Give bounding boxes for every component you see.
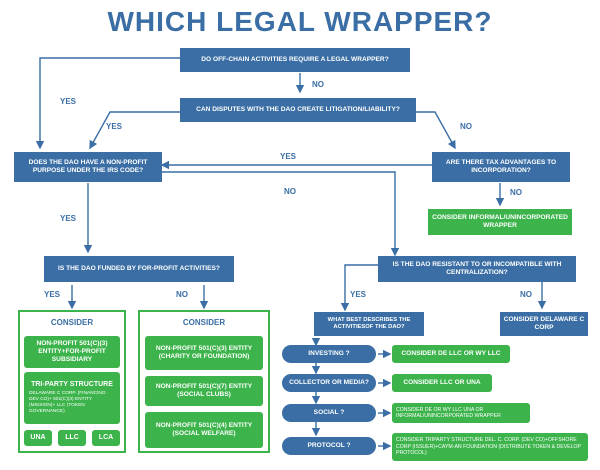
left-subsidiary-option: NON-PROFIT 501(C)(3) ENTITY+FOR-PROFIT S… <box>24 336 120 368</box>
option-lca: LCA <box>92 430 120 446</box>
result-informal: CONSIDER INFORMAL/UNINCORPORATED WRAPPER <box>428 209 572 235</box>
result-delaware: CONSIDER DELAWARE C CORP <box>500 312 588 336</box>
option-501c7: NON-PROFIT 501(C)(7) ENTITY (SOCIAL CLUB… <box>145 376 263 406</box>
option-501c3: NON-PROFIT 501(C)(3) ENTITY (CHARITY OR … <box>145 336 263 370</box>
edge-label-resistant-yes: YES <box>350 290 367 299</box>
edge-label-nonprofit-no: NO <box>284 187 296 196</box>
activity-collector-media: COLLECTOR OR MEDIA? <box>282 374 376 392</box>
tri-party-body: DELAWARE C CORP. (FINANCING DEV CO)+ 501… <box>29 391 106 415</box>
edge-label-offchain-yes: YES <box>60 97 77 106</box>
edge-label-forprofit-yes: YES <box>44 290 61 299</box>
edge-label-tax-yes: YES <box>280 152 297 161</box>
edge-label-disputes-yes: YES <box>106 122 123 131</box>
question-tax: ARE THERE TAX ADVANTAGES TO INCORPORATIO… <box>432 152 570 182</box>
result-collector-media: CONSIDER LLC OR UNA <box>392 374 492 392</box>
activity-protocol: PROTOCOL ? <box>282 437 376 455</box>
question-activities: WHAT BEST DESCRIBES THE ACTIVITIESOF THE… <box>314 312 424 336</box>
question-offchain: DO OFF-CHAIN ACTIVITIES REQUIRE A LEGAL … <box>180 48 410 72</box>
left-panel-heading: CONSIDER <box>50 318 94 327</box>
result-protocol: CONSIDER TRIPARTY STRUCTURE DEL. C. CORP… <box>392 433 588 461</box>
tri-party-structure: TRI-PARTY STRUCTURE DELAWARE C CORP. (FI… <box>24 372 120 424</box>
activity-investing: INVESTING ? <box>282 345 376 363</box>
edge-label-nonprofit-yes: YES <box>60 214 77 223</box>
edge-label-resistant-no: NO <box>520 290 532 299</box>
question-forprofit: IS THE DAO FUNDED BY FOR-PROFIT ACTIVITI… <box>44 256 234 282</box>
result-social: CONSIDER DE OR WY LLC UNA OR INFORMAL/UN… <box>392 403 530 423</box>
question-resistant: IS THE DAO RESISTANT TO OR INCOMPATIBLE … <box>378 256 576 282</box>
edge-label-offchain-no: NO <box>312 80 324 89</box>
tri-party-title: TRI-PARTY STRUCTURE <box>31 380 113 388</box>
option-una: UNA <box>24 430 52 446</box>
option-501c4: NON-PROFIT 501(C)(4) ENTITY (SOCIAL WELF… <box>145 412 263 448</box>
mid-panel-heading: CONSIDER <box>182 318 226 327</box>
edge-label-tax-no: NO <box>510 188 522 197</box>
activity-social: SOCIAL ? <box>282 404 376 422</box>
edge-label-disputes-no: NO <box>460 122 472 131</box>
question-disputes: CAN DISPUTES WITH THE DAO CREATE LITIGAT… <box>180 98 416 122</box>
edge-label-forprofit-no: NO <box>176 290 188 299</box>
question-nonprofit: DOES THE DAO HAVE A NON-PROFIT PURPOSE U… <box>14 152 162 182</box>
page-title: WHICH LEGAL WRAPPER? <box>107 6 493 37</box>
result-investing: CONSIDER DE LLC OR WY LLC <box>392 345 510 363</box>
option-llc: LLC <box>58 430 86 446</box>
